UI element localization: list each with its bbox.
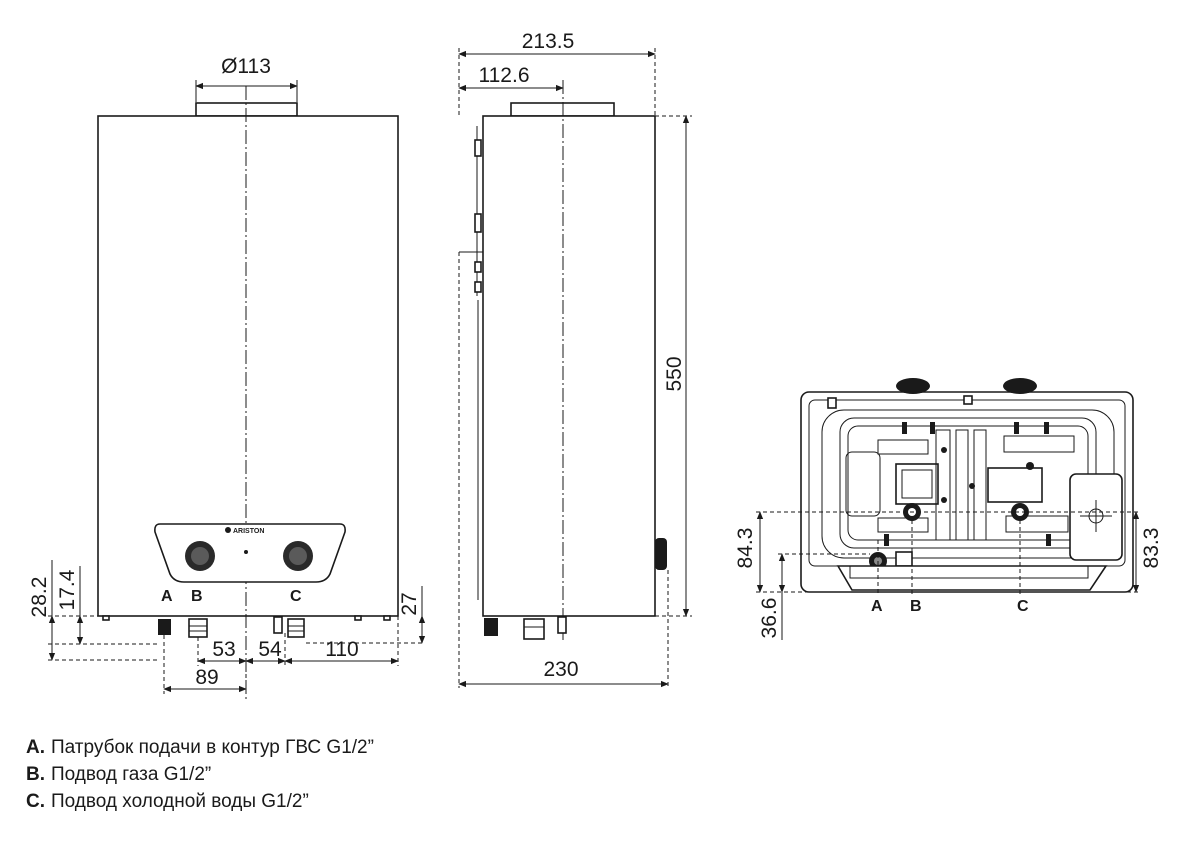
front-label-b: B	[191, 588, 203, 605]
bottom-label-c: C	[1017, 598, 1029, 615]
brand-label: ARISTON	[233, 528, 264, 535]
fitting-b	[188, 618, 208, 638]
side-fitting-a	[484, 618, 498, 636]
legend-key-b: B.	[26, 764, 45, 785]
front-label-c: C	[290, 588, 302, 605]
dim-230: 230	[543, 658, 578, 681]
dim-54: 54	[258, 638, 282, 661]
fitting-c	[287, 618, 305, 638]
dim-28-2: 28.2	[28, 577, 51, 618]
dim-84-3: 84.3	[734, 528, 757, 569]
front-label-a: A	[161, 588, 173, 605]
legend-item-a: A. Патрубок подачи в контур ГВС G1/2”	[26, 734, 374, 761]
side-knob	[655, 538, 667, 570]
bottom-screw-left	[102, 615, 110, 621]
dim-53: 53	[212, 638, 235, 661]
dim-110: 110	[325, 638, 358, 661]
dim-89: 89	[195, 666, 218, 689]
legend-text-c: Подвод холодной воды G1/2”	[51, 791, 309, 812]
side-fitting-c	[557, 616, 567, 634]
legend-key-c: C.	[26, 791, 45, 812]
dim-17-4: 17.4	[56, 569, 79, 610]
dim-213-5: 213.5	[522, 30, 575, 53]
side-view: 213.5 112.6 550 230	[458, 30, 692, 688]
indicator-led	[244, 550, 248, 554]
legend-item-c: C. Подвод холодной воды G1/2”	[26, 788, 374, 815]
flue-diameter-dim: Ø113	[221, 55, 271, 78]
bottom-label-a: A	[871, 598, 883, 615]
fitting-c-pipe	[273, 616, 283, 634]
front-view: ARISTON A B C Ø113 28.2 17.4	[28, 55, 426, 700]
legend-text-a: Патрубок подачи в контур ГВС G1/2”	[51, 737, 374, 758]
bottom-label-b: B	[910, 598, 922, 615]
top-knob-right	[1003, 378, 1037, 394]
legend: A. Патрубок подачи в контур ГВС G1/2” B. П…	[26, 734, 374, 815]
ariston-logo-icon	[225, 527, 231, 533]
legend-item-b: B. Подвод газа G1/2”	[26, 761, 374, 788]
dim-27: 27	[398, 592, 421, 615]
bottom-fitting-b	[895, 551, 913, 567]
internal-mechanism	[839, 417, 1123, 561]
fitting-a	[158, 619, 171, 635]
bottom-view: A B C 84.3 36.6 83.3	[734, 378, 1163, 640]
dim-83-3: 83.3	[1140, 528, 1163, 569]
dim-36-6: 36.6	[758, 598, 781, 639]
dim-550: 550	[663, 356, 686, 391]
dim-112-6: 112.6	[479, 64, 530, 87]
top-knob-left	[896, 378, 930, 394]
legend-text-b: Подвод газа G1/2”	[51, 764, 212, 785]
side-casing	[482, 115, 656, 617]
side-fitting-b	[523, 618, 545, 640]
legend-key-a: A.	[26, 737, 45, 758]
bottom-screw-mid	[354, 615, 362, 621]
bottom-screw-right	[383, 615, 391, 621]
